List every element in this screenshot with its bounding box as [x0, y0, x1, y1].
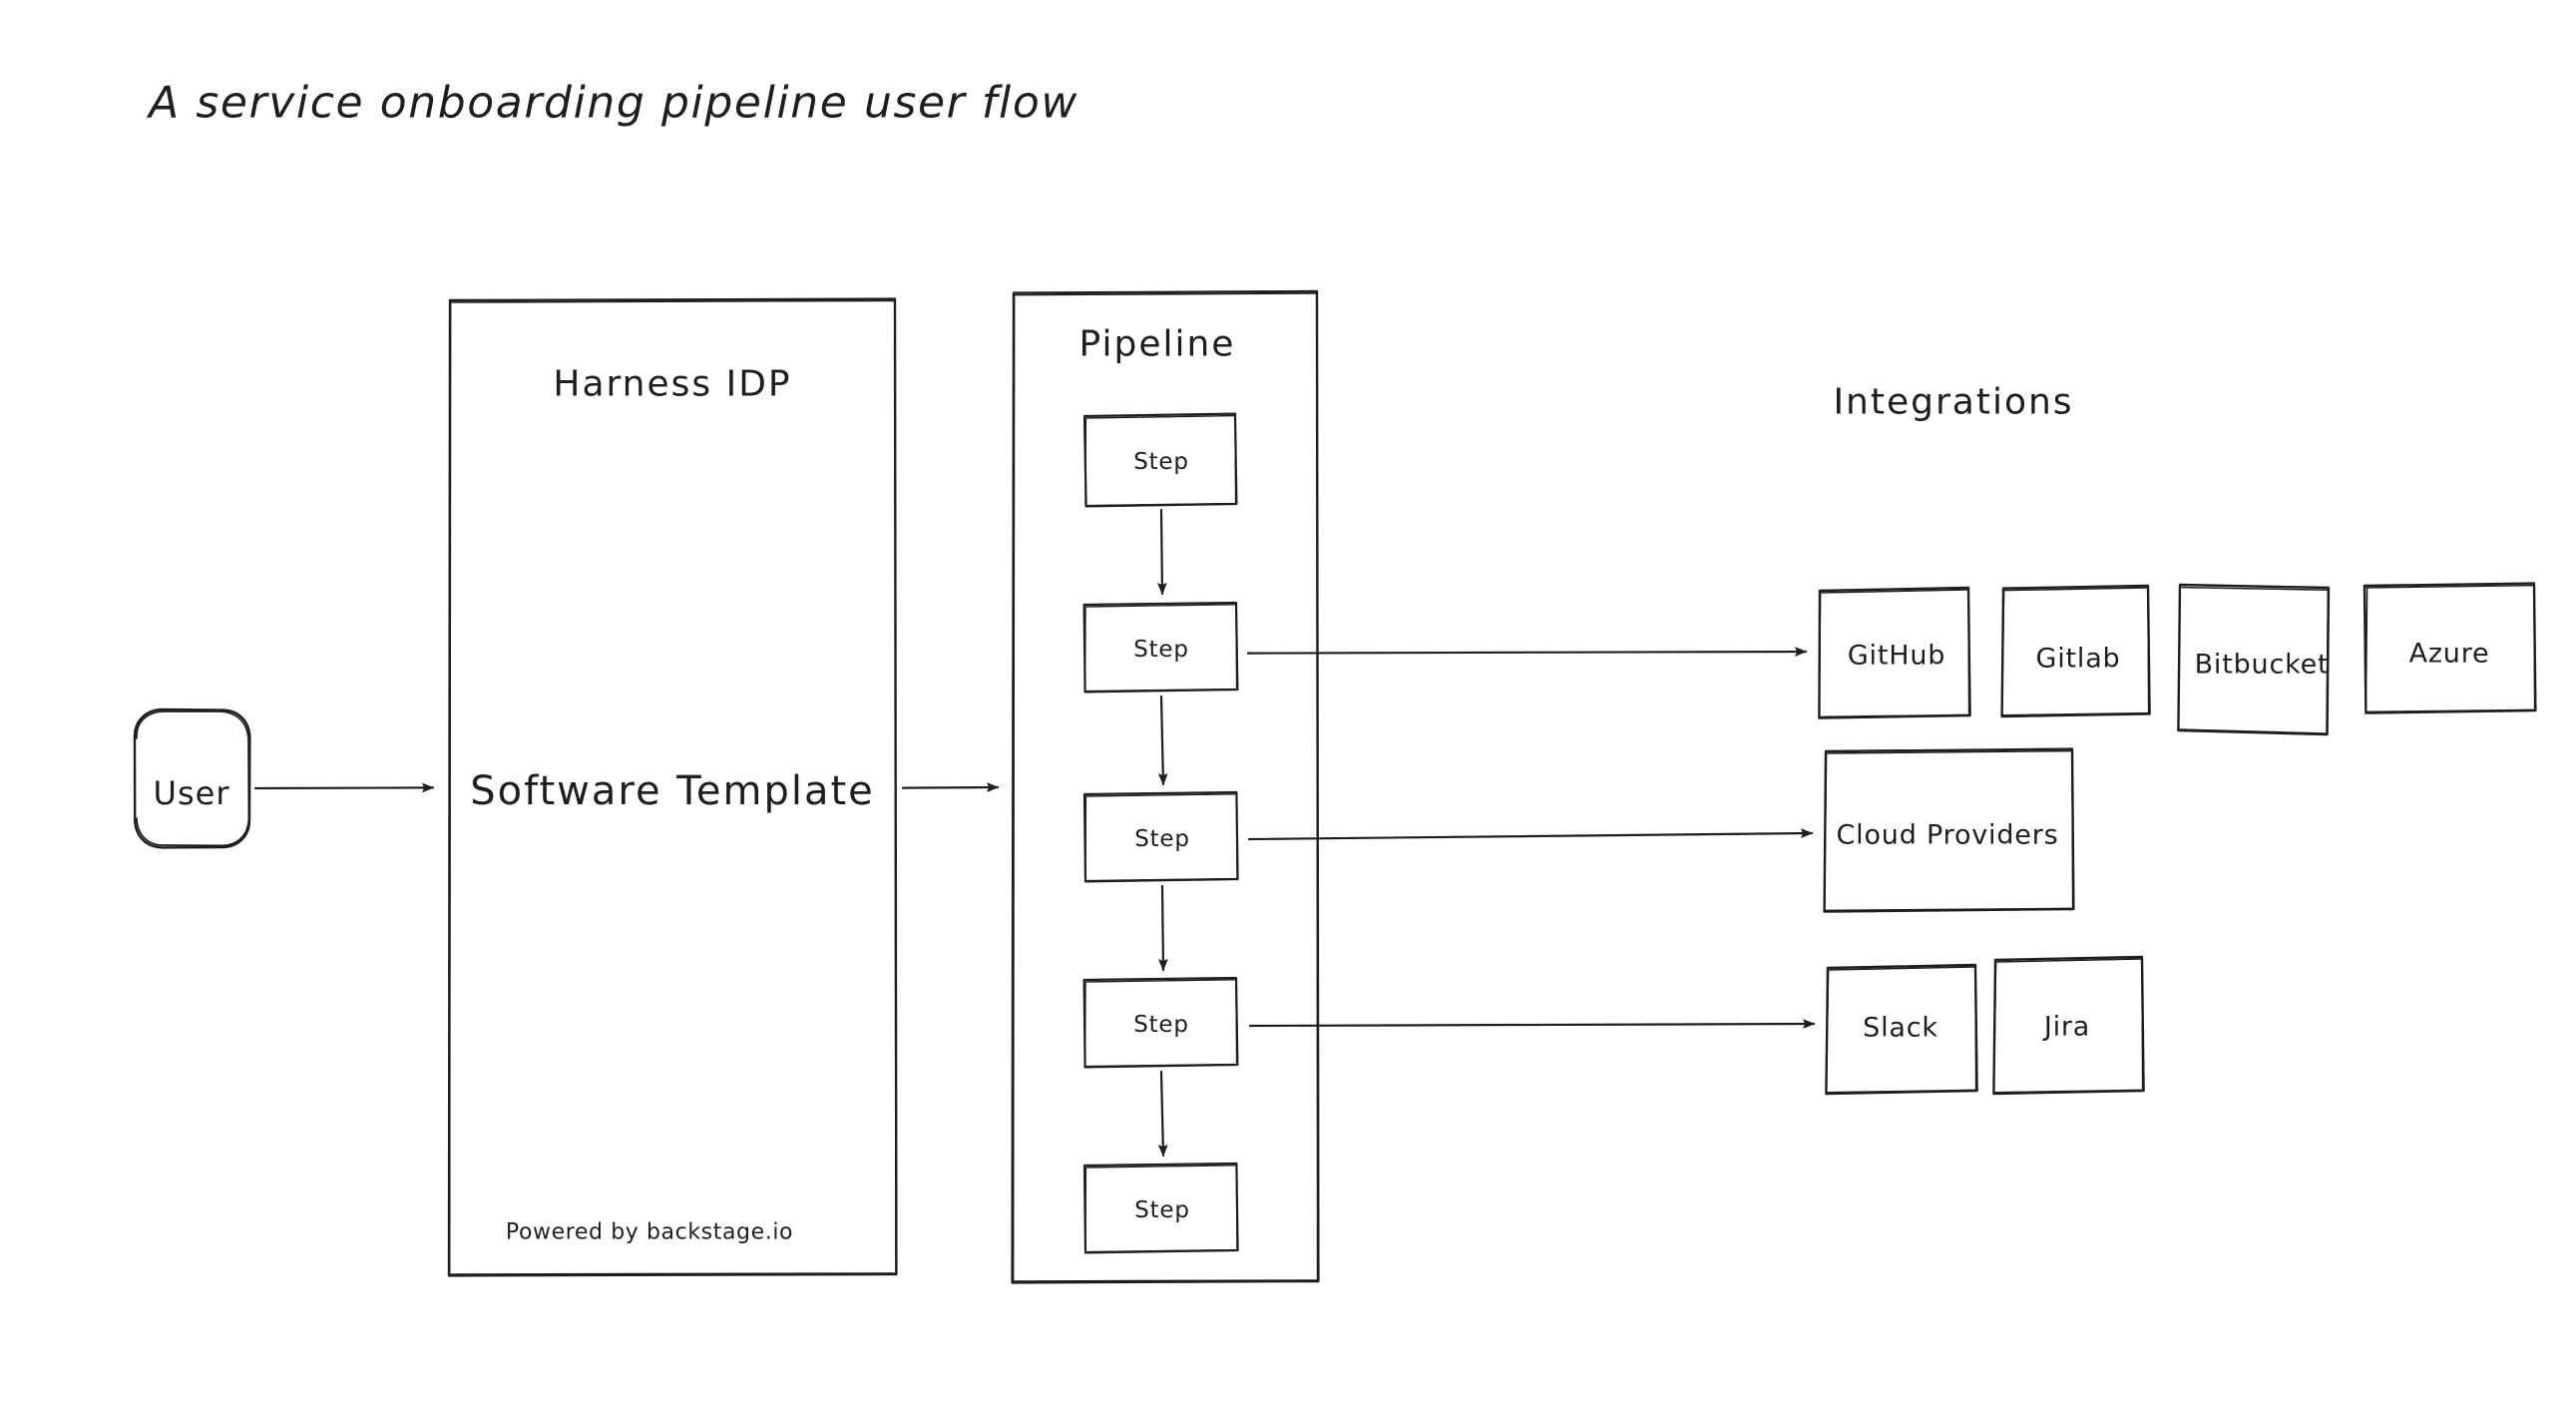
arrow-step2-to-step3: [1158, 695, 1168, 786]
user-node-shape[interactable]: [133, 707, 251, 849]
arrow-step4-to-slack: [1248, 1019, 1816, 1029]
flow-arrows: [253, 508, 1816, 1158]
pipeline-step-shapes[interactable]: [1082, 412, 1239, 1254]
arrow-step3-to-cloud: [1247, 828, 1814, 841]
arrow-step1-to-step2: [1157, 508, 1167, 596]
harness-idp-container-shape[interactable]: [447, 297, 898, 1277]
arrow-step4-to-step5: [1158, 1070, 1168, 1158]
integration-cloud-shapes[interactable]: [1823, 747, 2075, 913]
arrow-user-to-idp: [253, 782, 435, 793]
integration-collab-shapes[interactable]: [1825, 955, 2145, 1096]
arrow-step3-to-step4: [1158, 884, 1168, 972]
arrow-idp-to-pipeline: [901, 782, 1000, 792]
arrow-step2-to-github: [1246, 647, 1808, 657]
integration-scm-shapes[interactable]: [1818, 582, 2537, 736]
